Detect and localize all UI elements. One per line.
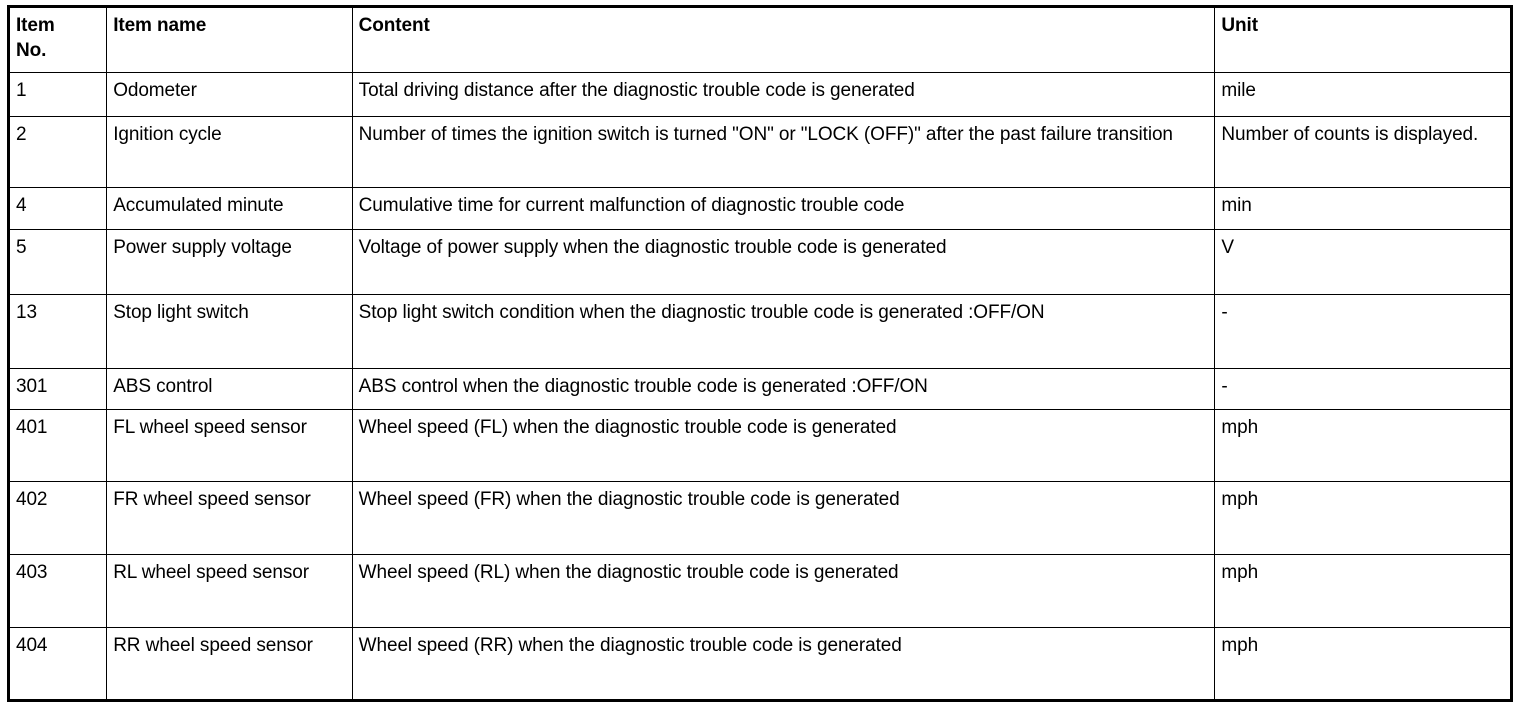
table-row: 301 ABS control ABS control when the dia… [7, 368, 1512, 410]
cell-content: Total driving distance after the diagnos… [351, 72, 1216, 117]
cell-unit: V [1214, 229, 1512, 295]
cell-unit: Number of counts is displayed. [1214, 116, 1512, 188]
cell-item-no: 401 [7, 409, 108, 482]
cell-content: Voltage of power supply when the diagnos… [351, 229, 1216, 295]
cell-item-name: Ignition cycle [106, 116, 353, 188]
cell-unit: mph [1214, 627, 1512, 701]
cell-content: Wheel speed (FR) when the diagnostic tro… [351, 481, 1216, 555]
cell-item-no: 5 [7, 229, 108, 295]
column-header-item-no-line1: Item [16, 15, 55, 36]
cell-item-name: RL wheel speed sensor [106, 554, 353, 628]
cell-content: Stop light switch condition when the dia… [351, 294, 1216, 369]
cell-item-no: 301 [7, 368, 108, 410]
table-row: 4 Accumulated minute Cumulative time for… [7, 187, 1512, 230]
cell-content: Wheel speed (RR) when the diagnostic tro… [351, 627, 1216, 701]
cell-unit: - [1214, 294, 1512, 369]
cell-item-name: ABS control [106, 368, 353, 410]
cell-content: Wheel speed (FL) when the diagnostic tro… [351, 409, 1216, 482]
cell-unit: mph [1214, 481, 1512, 555]
cell-unit: mph [1214, 409, 1512, 482]
table-row: 404 RR wheel speed sensor Wheel speed (R… [7, 627, 1512, 701]
cell-item-no: 404 [7, 627, 108, 701]
cell-item-name: Accumulated minute [106, 187, 353, 230]
table-row: 1 Odometer Total driving distance after … [7, 72, 1512, 117]
table-row: 403 RL wheel speed sensor Wheel speed (R… [7, 554, 1512, 628]
cell-item-name: Odometer [106, 72, 353, 117]
cell-item-name: Stop light switch [106, 294, 353, 369]
cell-item-name: Power supply voltage [106, 229, 353, 295]
table-row: 5 Power supply voltage Voltage of power … [7, 229, 1512, 295]
cell-item-no: 2 [7, 116, 108, 188]
cell-content: ABS control when the diagnostic trouble … [351, 368, 1216, 410]
cell-item-no: 4 [7, 187, 108, 230]
table-row: 2 Ignition cycle Number of times the ign… [7, 116, 1512, 188]
cell-item-no: 403 [7, 554, 108, 628]
cell-content: Cumulative time for current malfunction … [351, 187, 1216, 230]
column-header-item-no-line2: No. [16, 40, 47, 62]
table-row: 401 FL wheel speed sensor Wheel speed (F… [7, 409, 1512, 482]
cell-item-no: 13 [7, 294, 108, 369]
cell-unit: - [1214, 368, 1512, 410]
cell-item-no: 1 [7, 72, 108, 117]
cell-unit: mph [1214, 554, 1512, 628]
cell-item-name: FL wheel speed sensor [106, 409, 353, 482]
cell-item-name: FR wheel speed sensor [106, 481, 353, 555]
cell-item-no: 402 [7, 481, 108, 555]
cell-unit: mile [1214, 72, 1512, 117]
table-body: 1 Odometer Total driving distance after … [7, 72, 1512, 701]
column-header-unit: Unit [1214, 6, 1512, 73]
cell-unit: min [1214, 187, 1512, 230]
table-row: 13 Stop light switch Stop light switch c… [7, 294, 1512, 369]
column-header-item-name: Item name [106, 6, 353, 73]
cell-content: Wheel speed (RL) when the diagnostic tro… [351, 554, 1216, 628]
cell-item-name: RR wheel speed sensor [106, 627, 353, 701]
table-row: 402 FR wheel speed sensor Wheel speed (F… [7, 481, 1512, 555]
cell-content: Number of times the ignition switch is t… [351, 116, 1216, 188]
column-header-content: Content [351, 6, 1216, 73]
